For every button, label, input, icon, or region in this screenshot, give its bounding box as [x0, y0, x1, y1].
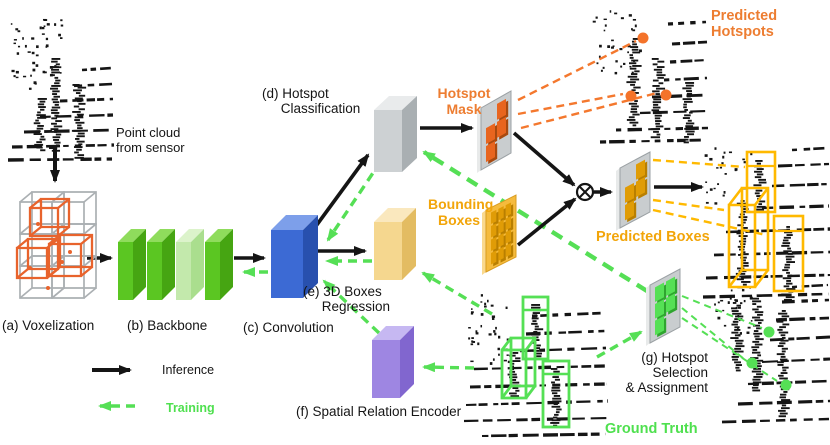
stage-label-hotspot-classification: (d) Hotspot Classification	[262, 86, 361, 117]
stage-label-hotspot-selection: (g) Hotspot Selection & Assignment	[625, 350, 708, 396]
hotspot-mask-label: Hotspot Mask	[437, 85, 491, 117]
multiply-node-icon	[575, 182, 595, 202]
network-blocks	[118, 96, 417, 398]
voxel-grid	[15, 191, 97, 299]
predicted-hotspots-label: Predicted Hotspots	[711, 8, 778, 41]
stage-label-boxes-regression: (e) 3D Boxes Regression	[303, 284, 391, 315]
stage-label-backbone: (b) Backbone	[127, 318, 208, 333]
stage-label-convolution: (c) Convolution	[243, 320, 334, 335]
training-arrows	[98, 150, 649, 411]
legend-training-label: Training	[166, 401, 215, 415]
ground-truth-label: Ground Truth	[605, 421, 698, 437]
bounding-boxes-label: Bounding Boxes	[428, 196, 494, 228]
stage-label-spatial-relation-encoder: (f) Spatial Relation Encoder	[296, 404, 462, 419]
detection-boxes	[500, 150, 805, 429]
point-cloud-sensor-label: Point cloud from sensor	[116, 125, 185, 155]
predicted-boxes-label: Predicted Boxes	[596, 229, 710, 245]
stage-label-voxelization: (a) Voxelization	[2, 318, 95, 333]
output-panels	[477, 90, 681, 346]
hotspot-dots	[625, 32, 792, 391]
legend-inference-label: Inference	[162, 363, 215, 377]
